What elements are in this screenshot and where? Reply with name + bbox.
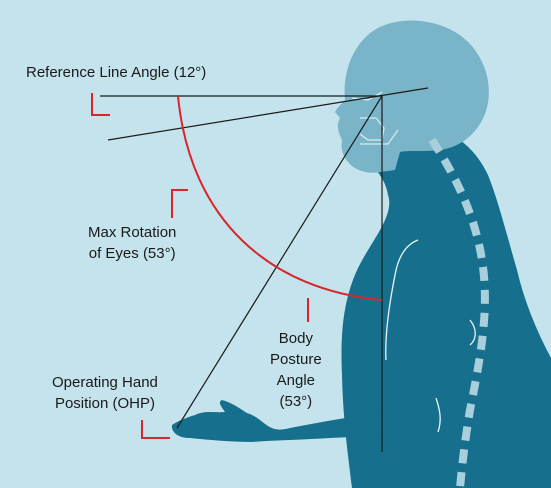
reference-line-angle-text: Reference Line Angle (12°) xyxy=(26,64,207,81)
reference-line-angle-label: Reference Line Angle (12°) xyxy=(26,62,206,83)
max-rotation-label: Max Rotation of Eyes (53°) xyxy=(88,222,176,264)
ohp-marker xyxy=(141,420,170,439)
callout-markers xyxy=(91,93,309,439)
thumb xyxy=(219,400,248,414)
body-posture-line4: (53°) xyxy=(279,393,313,410)
forearm-hand xyxy=(171,400,455,442)
body-posture-label: Body Posture Angle (53°) xyxy=(270,328,322,412)
body-posture-line2: Posture xyxy=(270,351,322,368)
human-figure xyxy=(171,20,551,488)
torso-silhouette xyxy=(341,75,551,488)
body-posture-line3: Angle xyxy=(276,372,316,389)
body-posture-line1: Body xyxy=(278,330,313,347)
max-rotation-line2: of Eyes (53°) xyxy=(88,245,176,262)
ohp-line1: Operating Hand xyxy=(52,374,158,391)
angled-reference-line xyxy=(107,87,429,141)
ohp-line2: Position (OHP) xyxy=(54,395,155,412)
back-contour xyxy=(469,319,476,346)
reference-lines xyxy=(100,87,429,452)
max-rotation-line1: Max Rotation xyxy=(88,224,177,241)
ohp-sight-line xyxy=(176,95,383,429)
reference-angle-marker xyxy=(91,93,110,116)
ohp-label: Operating Hand Position (OHP) xyxy=(52,372,158,414)
eye-rotation-arc xyxy=(177,95,383,301)
spine xyxy=(428,137,489,488)
max-rotation-marker xyxy=(171,189,188,218)
chest-contour xyxy=(385,239,419,361)
face-outline xyxy=(351,91,399,145)
elbow-contour xyxy=(435,397,441,433)
head xyxy=(335,20,489,173)
